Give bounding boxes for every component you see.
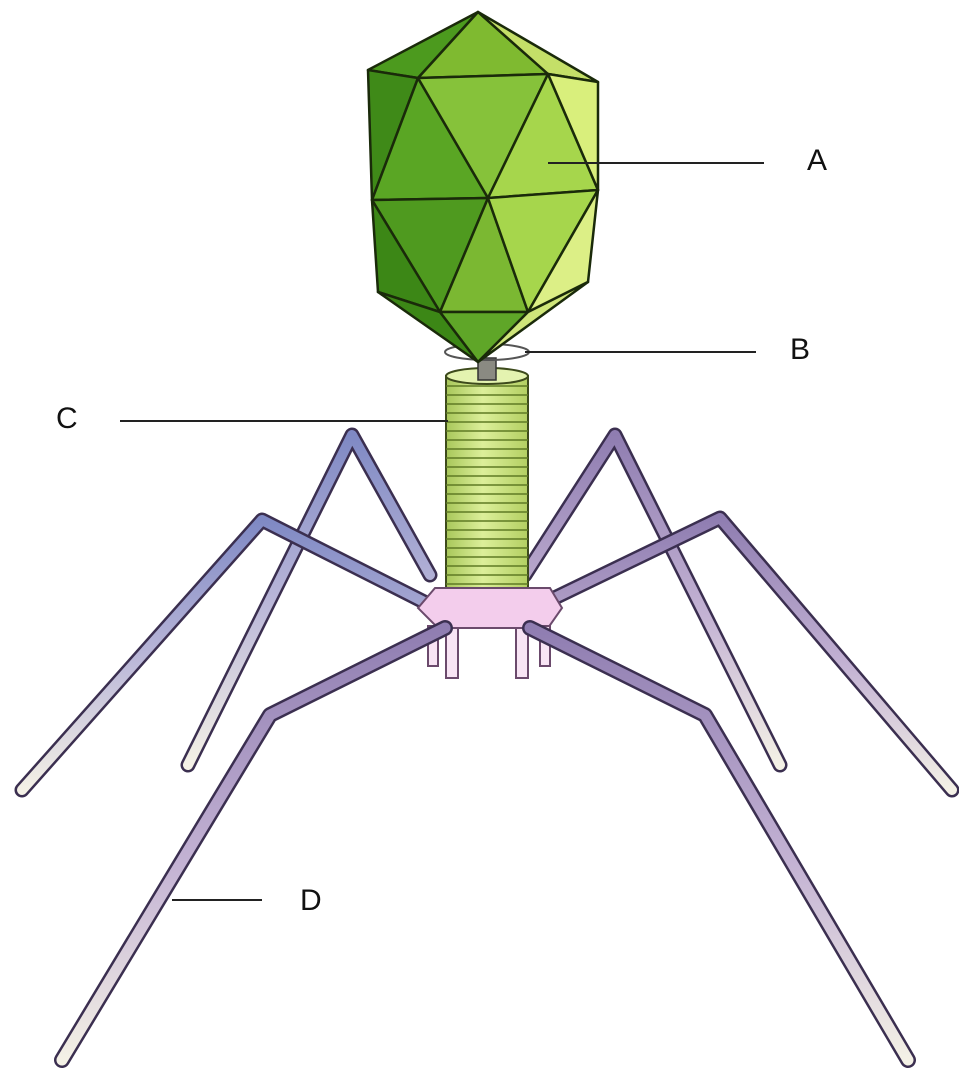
capsid-head: [368, 12, 598, 362]
label-c: C: [56, 402, 78, 435]
label-d: D: [300, 884, 322, 917]
tail-sheath: [446, 368, 528, 601]
tail-fibers-front: [62, 628, 908, 1060]
label-a: A: [807, 144, 827, 177]
label-b: B: [790, 333, 810, 366]
